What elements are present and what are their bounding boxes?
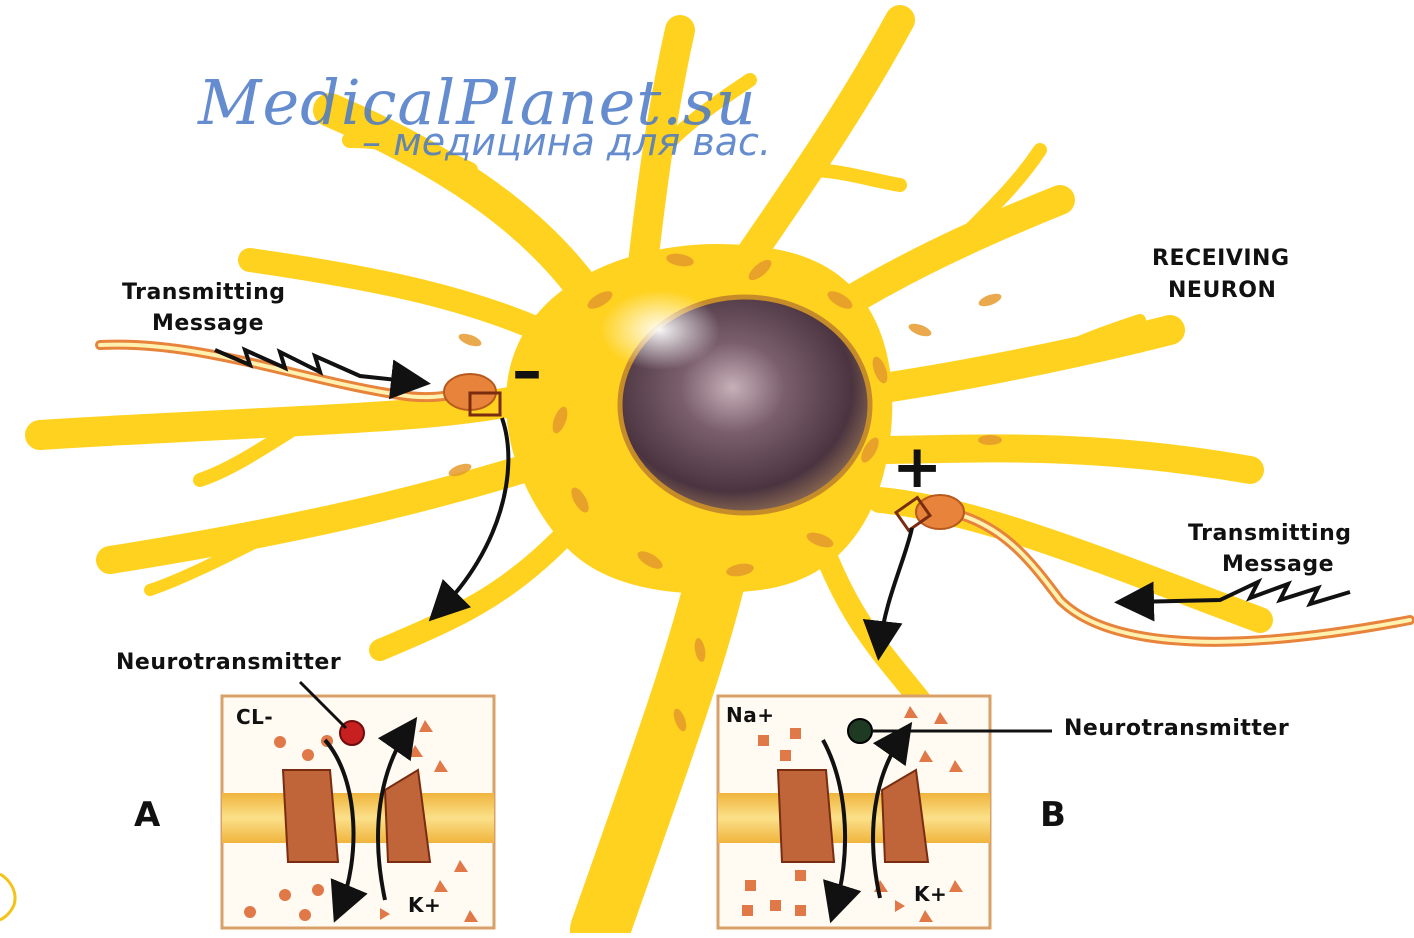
plus-sign: + [892,432,942,502]
panel-b-ion-in: Na+ [726,703,775,727]
panel-a-ion-in: CL- [236,705,273,729]
panel-a-letter: A [134,795,160,835]
receiving-neuron-label-line2: NEURON [1168,278,1276,303]
watermark-tagline: – медицина для вас. [362,120,771,164]
callout-arrow-b [880,528,912,645]
panel-a-ion-out: K+ [408,893,441,917]
transmitting-left-line1: Transmitting [122,280,286,305]
panel-b-letter: B [1040,795,1066,835]
minus-sign: – [512,336,542,406]
transmitting-right-line2: Message [1222,552,1334,577]
transmitting-left-line2: Message [152,311,264,336]
panel-b [718,696,1052,928]
neurotransmitter-b [848,719,872,743]
corner-mark [0,874,15,920]
neurotransmitter-label-b: Neurotransmitter [1064,716,1289,741]
receiving-neuron-label-line1: RECEIVING [1152,246,1290,271]
neurotransmitter-label-a: Neurotransmitter [116,650,341,675]
transmitting-right-line1: Transmitting [1188,521,1352,546]
panel-b-ion-out: K+ [914,882,947,906]
